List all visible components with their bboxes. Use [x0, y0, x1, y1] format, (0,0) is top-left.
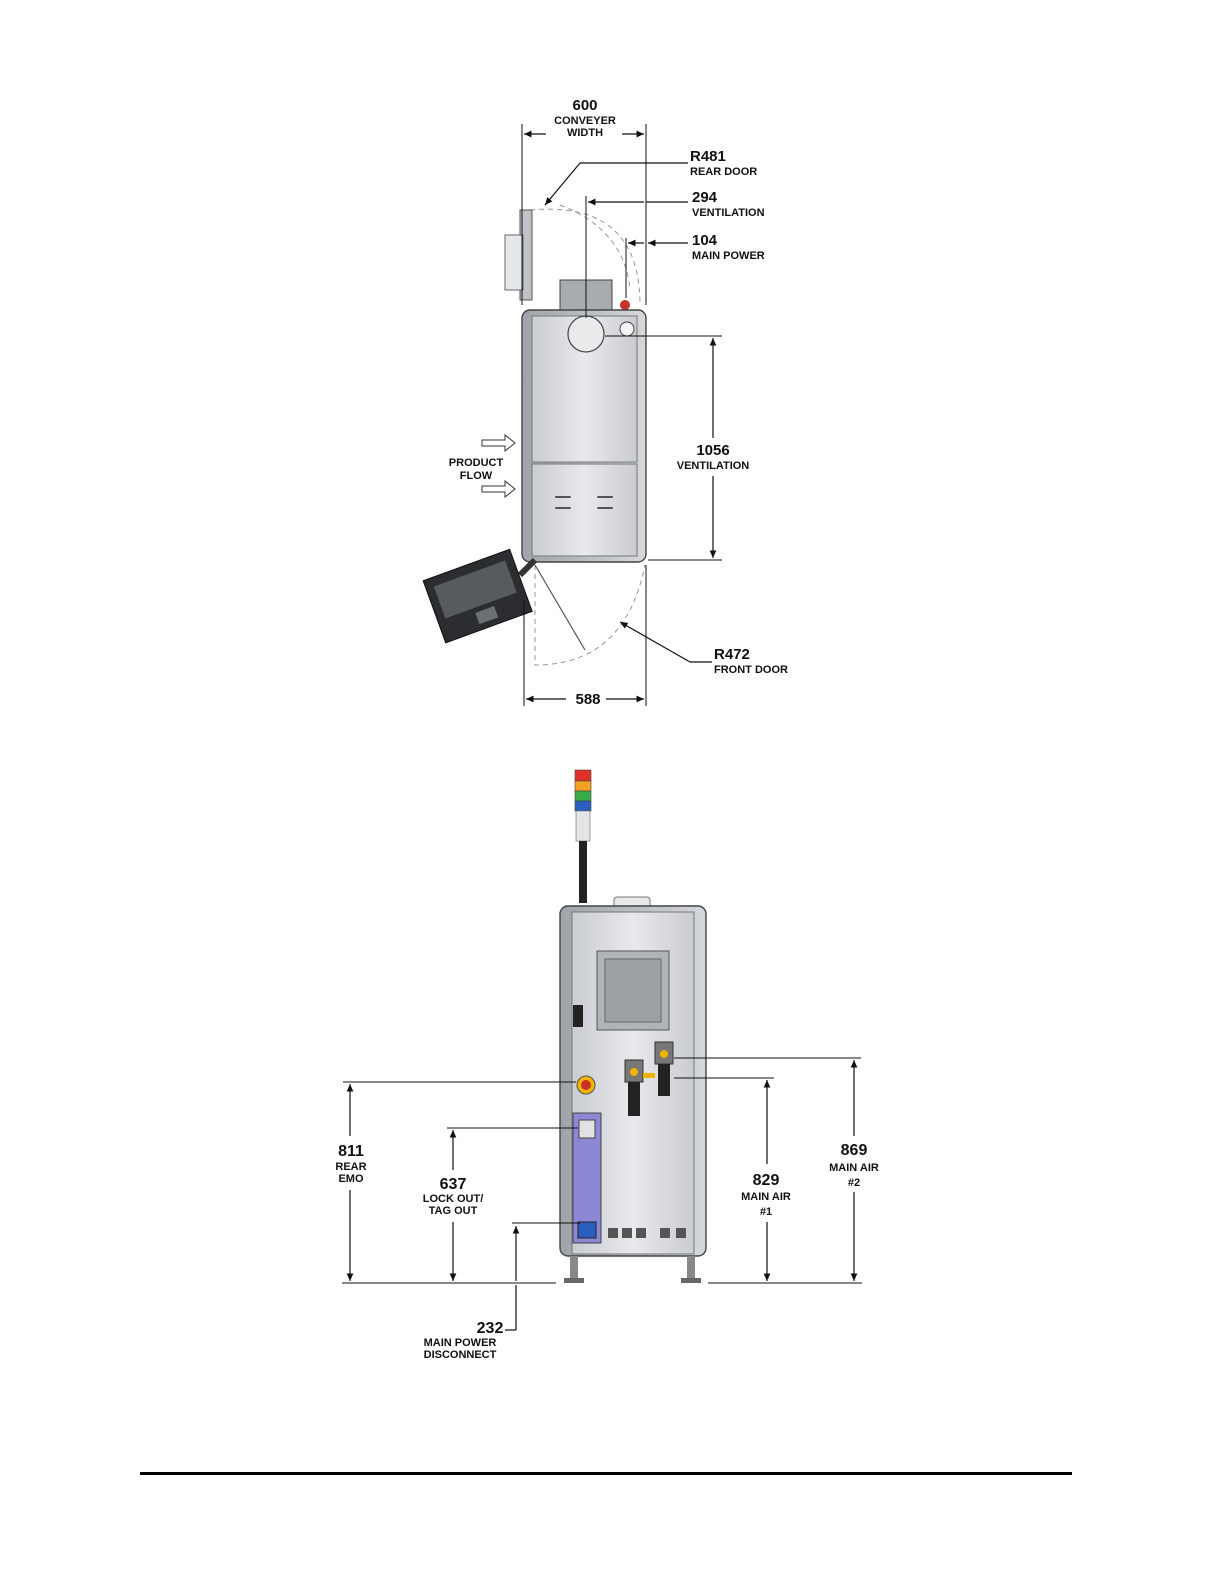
ventilation-depth-value: 1056: [696, 442, 729, 459]
ventilation-offset-value: 294: [692, 189, 718, 206]
ventilation-port: [568, 316, 604, 352]
main-air-1-value: 829: [753, 1172, 780, 1189]
rear-emo-label: EMO: [338, 1173, 364, 1185]
conveyer-width-label: CONVEYER: [554, 115, 616, 127]
main-air-2-label: MAIN AIR: [829, 1162, 879, 1174]
rear-emo-value: 811: [338, 1143, 364, 1160]
rear-emo-label: REAR: [335, 1161, 366, 1173]
main-power-indicator: [620, 300, 630, 310]
lockout-label: TAG OUT: [429, 1205, 478, 1217]
product-flow-label: PRODUCT: [449, 457, 504, 469]
conveyer-width-value: 600: [572, 97, 597, 114]
rear-view: 811 REAR EMO 637 LOCK OUT/ TAG OUT 232 M…: [335, 770, 878, 1361]
lockout-label: LOCK OUT/: [423, 1193, 484, 1205]
main-air-1-label: MAIN AIR: [741, 1191, 791, 1203]
main-air-2-value: 869: [841, 1142, 868, 1159]
ventilation-depth-label: VENTILATION: [677, 460, 750, 472]
ventilation-offset-label: VENTILATION: [692, 207, 765, 219]
main-power-disconnect-value: 232: [477, 1320, 504, 1337]
top-view: PRODUCT FLOW 600 CONVEYER WIDTH R481 REA…: [423, 97, 788, 708]
rear-door-value: R481: [690, 148, 726, 165]
conveyer-width-label: WIDTH: [567, 127, 603, 139]
rear-door-label: REAR DOOR: [690, 166, 757, 178]
overall-width-value: 588: [575, 691, 600, 708]
main-power-offset-label: MAIN POWER: [692, 250, 765, 262]
front-door-swing-arc: [535, 565, 645, 665]
lockout-value: 637: [440, 1176, 467, 1193]
footer-rule: [140, 1472, 1072, 1475]
product-flow-label: FLOW: [460, 470, 493, 482]
main-power-disconnect-label: MAIN POWER: [424, 1337, 497, 1349]
main-air-2-label: #2: [848, 1177, 860, 1189]
signal-beacon: [575, 770, 591, 903]
main-air-1-label: #1: [760, 1206, 772, 1218]
front-door-label: FRONT DOOR: [714, 664, 788, 676]
front-door-value: R472: [714, 646, 750, 663]
main-power-disconnect-label: DISCONNECT: [424, 1349, 497, 1361]
main-power-offset-value: 104: [692, 232, 718, 249]
keyboard-monitor-assembly: [423, 549, 535, 642]
